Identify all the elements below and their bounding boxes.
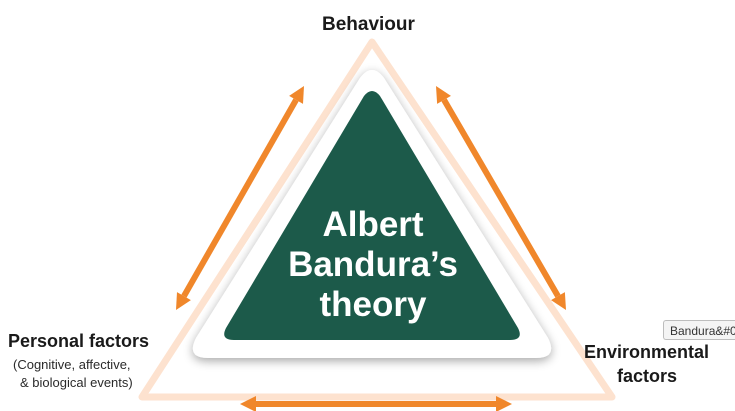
image-alt-tooltip: Bandura&#0 xyxy=(663,320,735,340)
personal-factors-detail-line1: (Cognitive, affective, xyxy=(13,357,131,372)
center-title-line2: Bandura’s xyxy=(288,245,458,284)
arrow-personal-factors-to-behaviour-shaft xyxy=(181,98,299,298)
arrows xyxy=(176,86,566,411)
arrow-personal-factors-to-environmental-factors-head-start xyxy=(240,396,256,411)
behaviour-label: Behaviour xyxy=(322,14,415,35)
outer-triangle-ring xyxy=(138,38,616,401)
personal-factors-label: Personal factors xyxy=(8,331,150,351)
center-title-line1: Albert xyxy=(322,205,424,244)
arrow-personal-factors-to-environmental-factors-head-end xyxy=(496,396,512,411)
arrow-personal-factors-to-behaviour-head-start xyxy=(176,292,191,310)
environmental-factors-label-line2: factors xyxy=(617,366,678,386)
personal-factors-detail-line2: & biological events) xyxy=(20,375,133,390)
center-triangle xyxy=(224,91,520,340)
arrow-behaviour-to-environmental-factors-head-start xyxy=(436,86,451,104)
arrow-behaviour-to-environmental-factors-head-end xyxy=(551,292,566,310)
center-title-line3: theory xyxy=(319,285,427,324)
arrow-behaviour-to-environmental-factors-shaft xyxy=(441,98,561,298)
arrow-personal-factors-to-behaviour-head-end xyxy=(289,86,304,104)
environmental-factors-label-line1: Environmental xyxy=(584,342,710,362)
